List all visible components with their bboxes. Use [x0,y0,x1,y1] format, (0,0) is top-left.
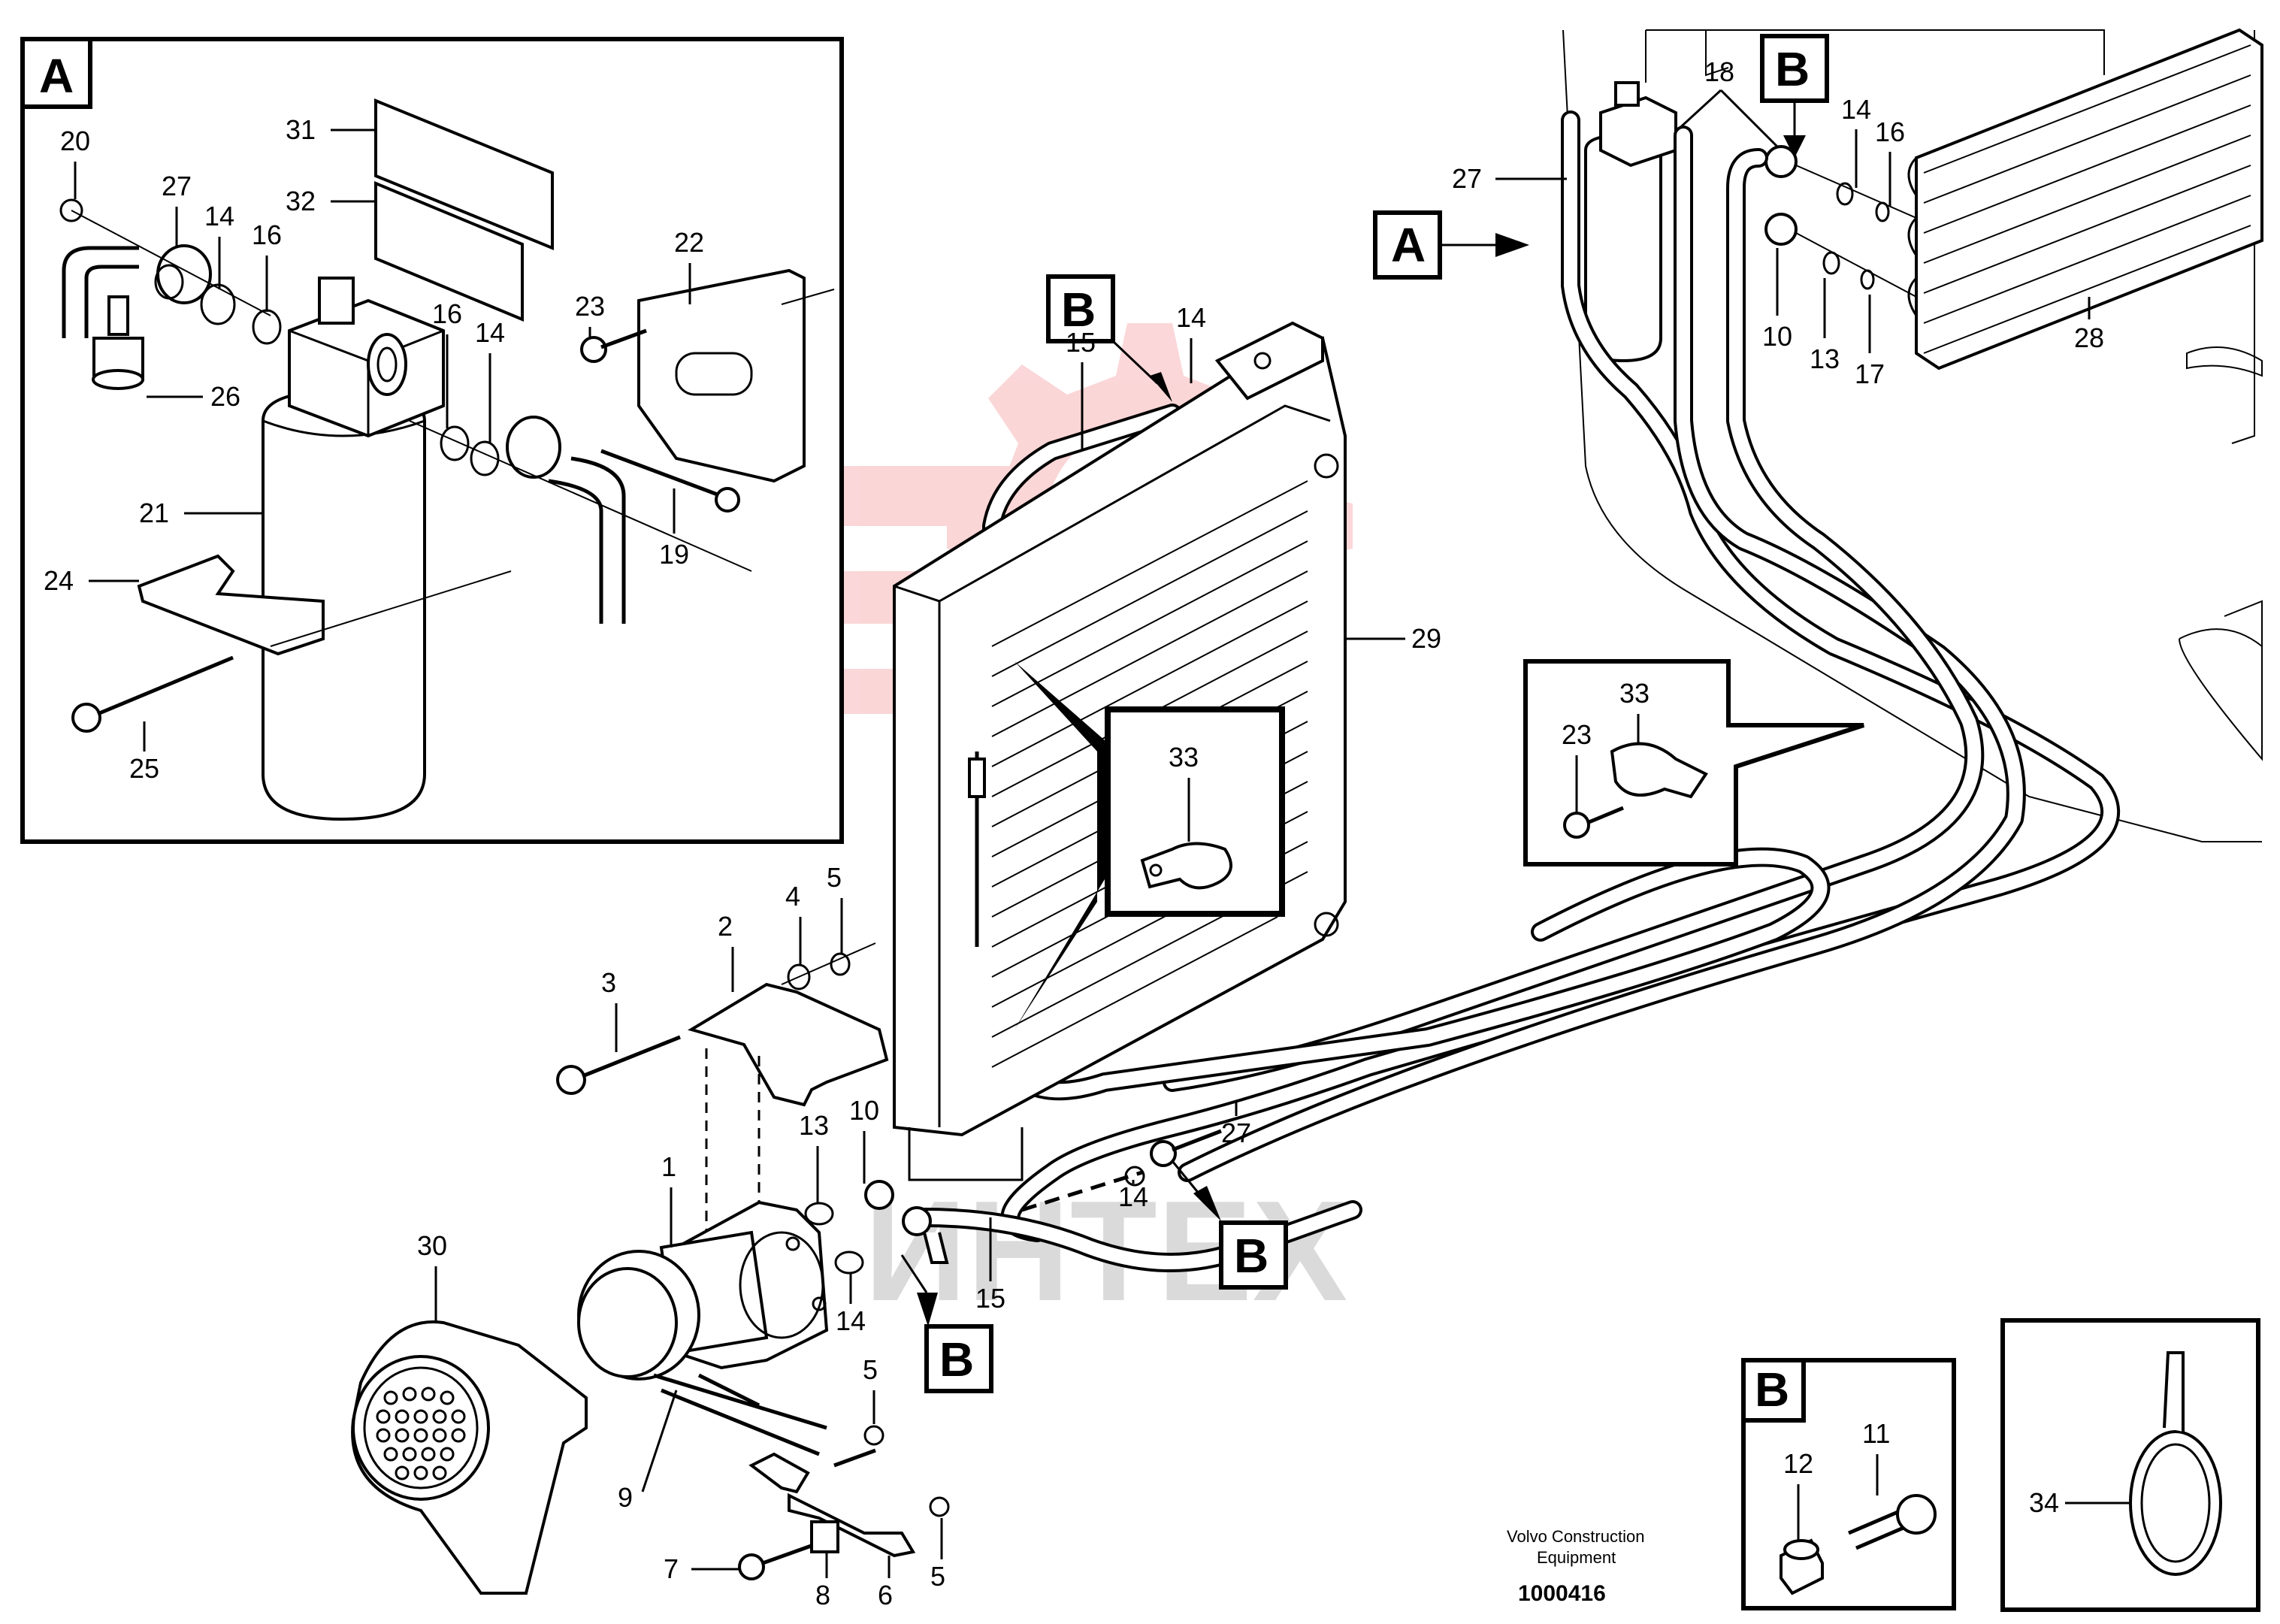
callout-19: 19 [659,539,689,570]
callout-27: 27 [162,171,192,201]
callout-12: 12 [1783,1448,1813,1479]
callout-17-top: 17 [1855,358,1885,389]
callout-15-low: 15 [975,1283,1005,1314]
callout-23: 23 [575,291,605,322]
callout-10-low: 10 [849,1095,879,1126]
callout-34: 34 [2029,1487,2059,1518]
callout-20: 20 [60,126,90,156]
callout-16: 16 [252,219,282,250]
callout-14: 14 [204,201,234,231]
callout-5: 5 [827,862,842,893]
cable-tie-icon [2129,1430,2222,1576]
cover-30-grille [376,1387,466,1480]
callout-28: 28 [2074,322,2104,353]
callout-33-cond: 33 [1169,742,1199,773]
ref-b-bottom-center: B [939,1332,974,1387]
ref-a-arrow: A [1391,218,1426,272]
callout-21: 21 [139,497,169,528]
callout-2: 2 [718,911,733,942]
callout-26: 26 [210,381,240,412]
callout-13-low: 13 [799,1110,829,1141]
clamp-24 [137,554,325,656]
callout-8: 8 [815,1580,830,1610]
callout-31: 31 [286,114,316,145]
callout-18: 18 [1704,56,1734,87]
callout-1: 1 [661,1151,676,1182]
receiver-drier [262,277,445,821]
evaporator-28 [1907,28,2263,370]
callout-4: 4 [785,881,800,912]
ref-b-top-right: B [1775,42,1810,96]
ref-b-top-left: B [1061,283,1096,337]
ref-b-bottom-right: B [1234,1229,1269,1283]
bracket-2 [688,982,889,1107]
callout-13-top: 13 [1810,343,1840,374]
callout-29: 29 [1411,623,1441,654]
callout-14b: 14 [475,317,505,348]
callout-24: 24 [44,565,74,596]
compressor-1 [577,1200,829,1381]
callout-14-top: 14 [1841,94,1871,125]
company-line-1: Volvo Construction [1507,1527,1644,1546]
callout-15-cond: 15 [1066,327,1096,358]
callout-27-top: 27 [1452,163,1482,194]
callout-14-cond: 14 [1176,302,1206,333]
callout-6: 6 [878,1580,893,1610]
callout-25: 25 [129,753,159,784]
drawing-number: 1000416 [1518,1581,1606,1606]
inset-b: B 12 11 [1741,1358,1956,1610]
refrigerant-hoses [915,110,2120,1272]
callout-7: 7 [664,1553,679,1584]
callout-23-right: 23 [1562,719,1592,750]
callout-9: 9 [618,1482,633,1513]
receiver-drier-right [1584,81,1677,363]
callout-11: 11 [1862,1418,1890,1449]
callout-16-top: 16 [1875,116,1905,147]
inset-a-label: A [39,49,74,103]
callout-14-lowb: 14 [836,1305,866,1336]
callout-16b: 16 [432,298,462,329]
inset-b-label: B [1755,1362,1789,1417]
callout-32: 32 [286,186,316,216]
callout-5c: 5 [930,1561,945,1592]
callout-5b: 5 [863,1354,878,1385]
callout-22: 22 [674,227,704,258]
inset-cable-tie: 34 [2000,1318,2260,1612]
label-sticker-31 [374,98,554,250]
callout-10-top: 10 [1762,321,1792,352]
label-sticker-32 [374,181,524,322]
mounting-bracket-22 [637,268,806,483]
cover-30 [351,1320,588,1595]
callout-30: 30 [417,1230,447,1261]
callout-14-low: 14 [1118,1181,1148,1212]
cab-outline [1562,29,2263,842]
company-line-2: Equipment [1537,1548,1616,1567]
callout-27-low: 27 [1221,1117,1251,1148]
inset-a: A [20,37,844,844]
callout-3: 3 [601,967,616,998]
callout-33-right: 33 [1619,678,1650,709]
